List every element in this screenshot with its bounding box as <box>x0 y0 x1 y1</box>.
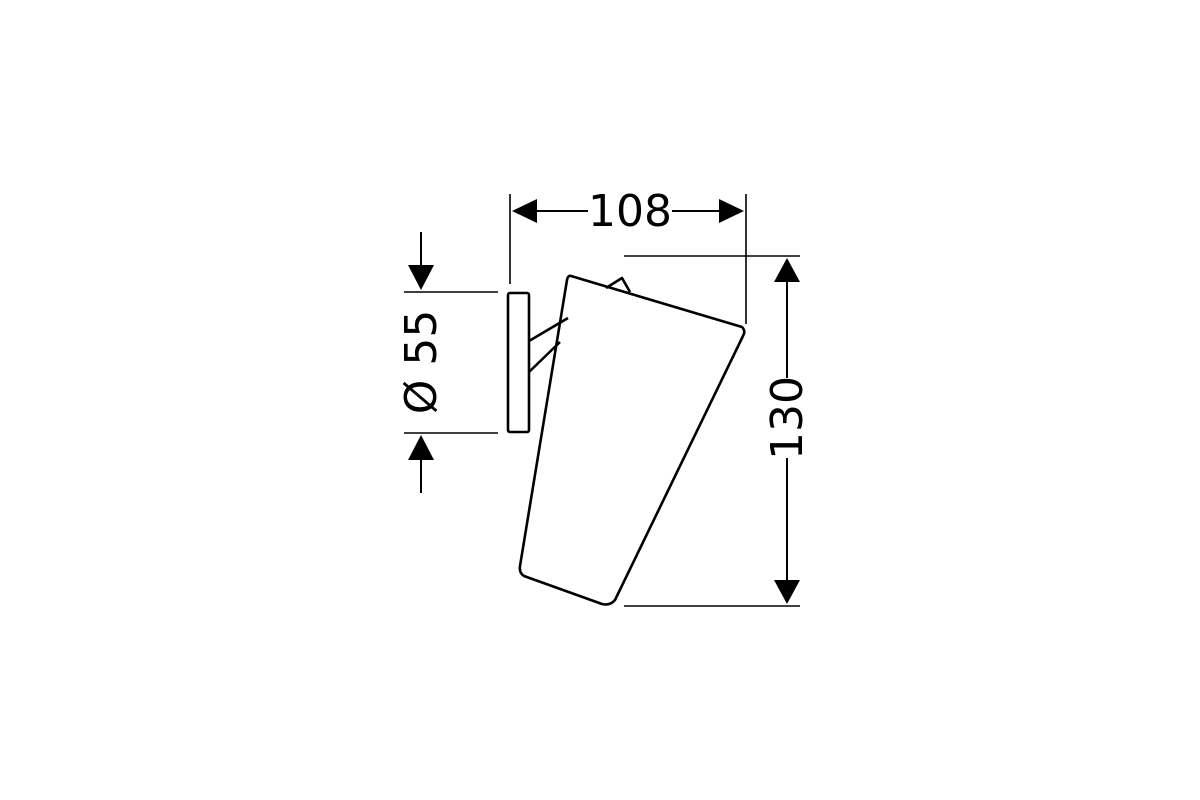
wall-plate <box>506 291 531 434</box>
width-arrow-right <box>719 199 744 223</box>
height-label: 130 <box>762 376 813 460</box>
support-arm-upper <box>528 316 569 343</box>
diameter-label: Ø 55 <box>396 310 447 415</box>
width-arrow-left <box>512 199 537 223</box>
width-dimension: 108 <box>509 186 747 324</box>
height-arrow-bottom <box>774 580 800 604</box>
diameter-dimension: Ø 55 <box>396 232 498 493</box>
height-dimension: 130 <box>624 255 813 607</box>
tumbler-cup <box>518 274 746 606</box>
diameter-arrow-bottom <box>408 435 434 460</box>
width-label: 108 <box>588 186 672 237</box>
diameter-arrow-top <box>408 265 434 290</box>
holder-clip <box>605 276 632 293</box>
product-outline <box>506 274 746 606</box>
height-arrow-top <box>774 258 800 282</box>
